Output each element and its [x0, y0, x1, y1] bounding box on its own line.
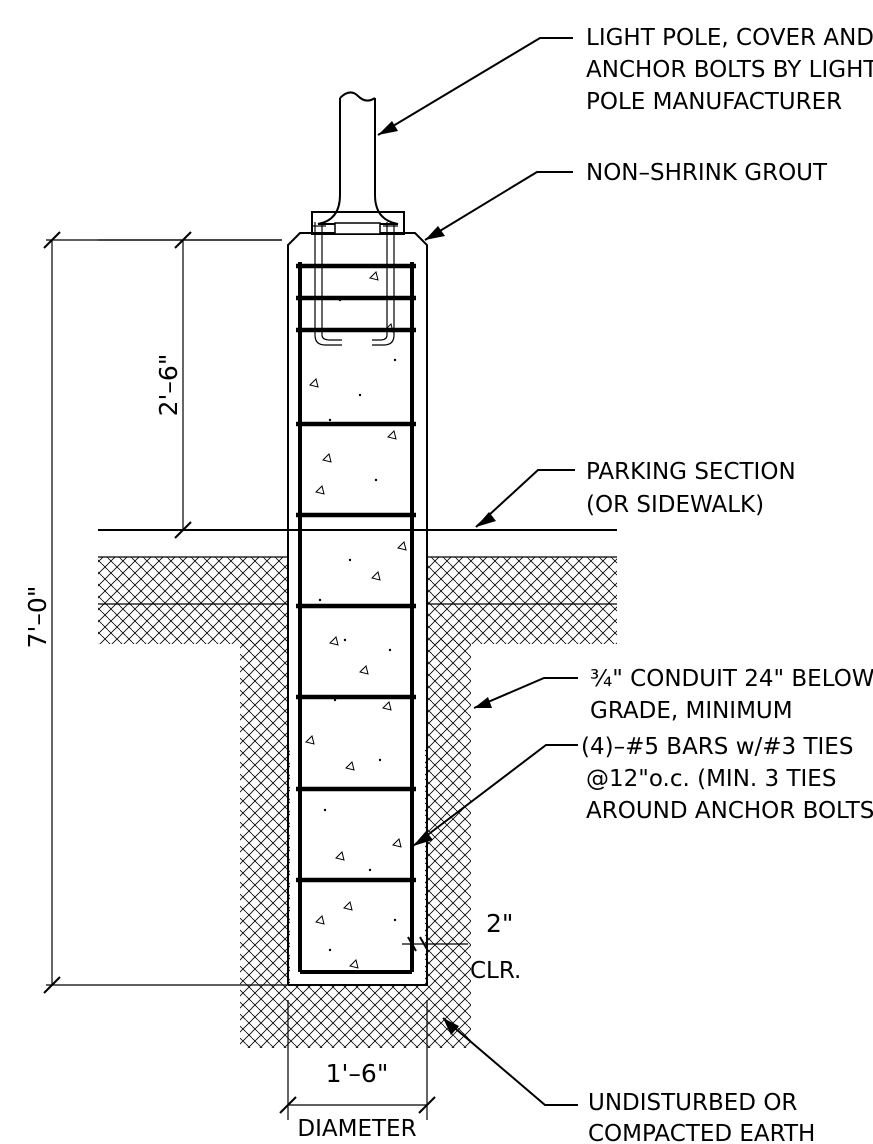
anchor-bolts — [311, 222, 398, 346]
svg-text:NON–SHRINK GROUT: NON–SHRINK GROUT — [586, 160, 828, 186]
svg-text:¾" CONDUIT 24" BELOW: ¾" CONDUIT 24" BELOW — [590, 666, 873, 692]
label-grout: NON–SHRINK GROUT — [586, 160, 828, 186]
ties — [296, 263, 416, 883]
dimension-diameter: 1'–6" DIAMETER — [279, 1000, 436, 1142]
svg-text:AROUND ANCHOR BOLTS): AROUND ANCHOR BOLTS) — [586, 798, 873, 824]
dimension-exposed-height: 2'–6" — [98, 231, 282, 539]
svg-text:UNDISTURBED OR: UNDISTURBED OR — [588, 1090, 797, 1116]
diameter-label: DIAMETER — [297, 1116, 416, 1142]
aggregate-dots — [318, 298, 397, 952]
clearance-text: 2" — [486, 909, 513, 938]
diameter-text: 1'–6" — [326, 1059, 389, 1088]
label-conduit: ¾" CONDUIT 24" BELOW GRADE, MINIMUM — [590, 666, 873, 724]
label-parking: PARKING SECTION (OR SIDEWALK) — [586, 459, 796, 518]
clearance-label: CLR. — [470, 958, 521, 984]
exposed-height-text: 2'–6" — [154, 354, 183, 417]
svg-text:POLE MANUFACTURER: POLE MANUFACTURER — [586, 89, 842, 115]
svg-text:GRADE, MINIMUM: GRADE, MINIMUM — [590, 698, 793, 724]
label-earth: UNDISTURBED OR COMPACTED EARTH — [588, 1090, 815, 1144]
aggregate-marks — [305, 271, 407, 969]
svg-text:(OR SIDEWALK): (OR SIDEWALK) — [586, 492, 764, 518]
svg-text:ANCHOR BOLTS BY LIGHT: ANCHOR BOLTS BY LIGHT — [586, 57, 873, 83]
svg-text:(4)–#5 BARS w/#3 TIES: (4)–#5 BARS w/#3 TIES — [581, 734, 853, 760]
label-light-pole: LIGHT POLE, COVER AND ANCHOR BOLTS BY LI… — [586, 25, 873, 115]
rebar-cage — [296, 262, 416, 974]
earth-hatch — [98, 240, 617, 1048]
svg-text:COMPACTED EARTH: COMPACTED EARTH — [588, 1121, 815, 1144]
label-bars: (4)–#5 BARS w/#3 TIES @12"o.c. (MIN. 3 T… — [581, 734, 873, 824]
dimension-total-depth: 7'–0" — [23, 231, 288, 994]
total-depth-text: 7'–0" — [23, 586, 52, 649]
svg-text:PARKING SECTION: PARKING SECTION — [586, 459, 796, 485]
svg-text:LIGHT POLE, COVER AND: LIGHT POLE, COVER AND — [586, 25, 873, 51]
leader-lines — [377, 37, 578, 1106]
concrete-pier — [287, 232, 428, 986]
dimension-clearance: 2" CLR. — [402, 909, 521, 984]
light-pole — [311, 91, 405, 235]
svg-text:@12"o.c. (MIN. 3 TIES: @12"o.c. (MIN. 3 TIES — [586, 766, 836, 792]
